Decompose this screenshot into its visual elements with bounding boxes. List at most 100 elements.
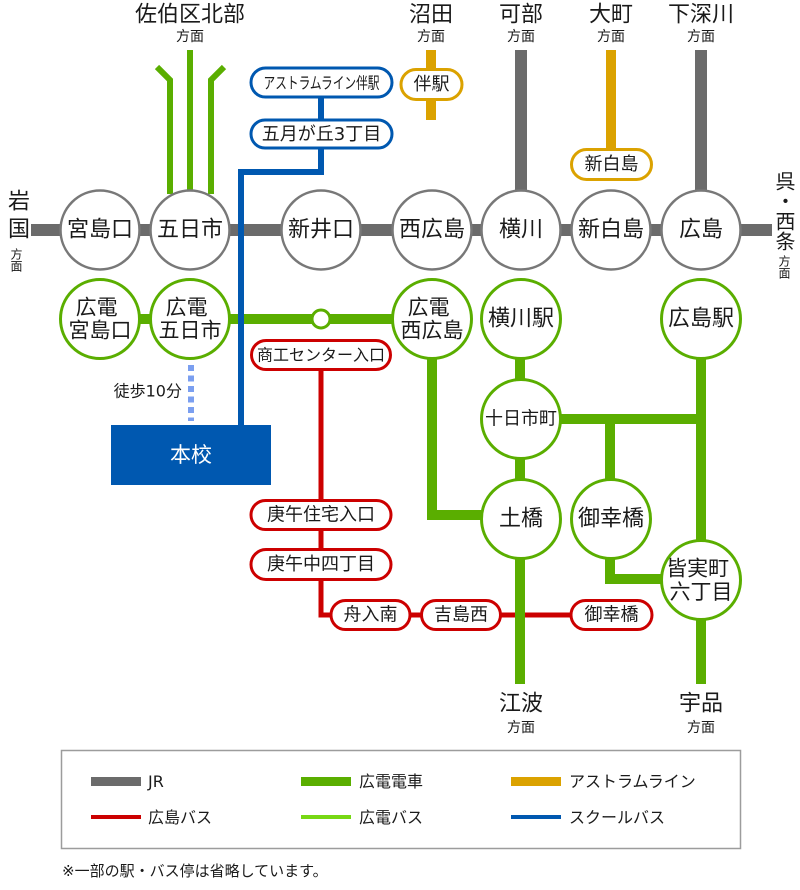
jr-station-circle: [570, 189, 652, 271]
school-bus-stop-pill: [249, 66, 394, 99]
direction-kabe-name: 可部: [499, 3, 543, 28]
jr-station-circle: [149, 189, 231, 271]
astram-stop-pill: [399, 68, 464, 101]
direction-kabe-suffix: 方面: [507, 29, 535, 45]
tram-stop-circle: [660, 278, 742, 360]
school-bus-stop-label: 五月が丘3丁目: [262, 124, 381, 145]
tram-stop-miyukibashi: 御幸橋: [570, 478, 652, 560]
tram-stop-circle: [149, 278, 231, 360]
tram-stop-label-line: 宮島口: [69, 319, 132, 343]
school-bus-stop-label: アストラムライン伴駅: [264, 74, 380, 93]
school-bus-stop-pill: [249, 118, 394, 150]
direction-saeki-north: 佐伯区北部 方面: [135, 3, 245, 46]
tram-stop-circle: [480, 278, 562, 360]
legend-label-astram: アストラムライン: [569, 772, 696, 791]
tram-stop-label: 皆実町 六丁目: [666, 557, 736, 605]
jr-station-nishihiroshima: 西広島: [391, 189, 473, 271]
saeki-route-left: [154, 64, 173, 194]
jr-station-label: 宮島口: [67, 218, 133, 243]
direction-eba-name: 江波: [499, 692, 543, 717]
direction-omachi-name: 大町: [589, 3, 633, 28]
tram-stop-label-line: 五日市: [159, 319, 222, 343]
legend-item-hiroden-bus: 広電バス: [301, 808, 423, 827]
jr-station-circle: [480, 189, 562, 271]
tram-stop-circle: [570, 478, 652, 560]
jr-station-label: 五日市: [157, 218, 223, 243]
jr-station-label: 新白島: [578, 218, 644, 243]
legend-label-hiroden-bus: 広電バス: [359, 808, 423, 827]
tram-stop-circle: [391, 278, 473, 360]
jr-station-miyajimaguchi: 宮島口: [59, 189, 141, 271]
direction-ujina: 宇品 方面: [679, 692, 723, 737]
jr-station-label: 広島: [679, 218, 723, 243]
saeki-route-right: [208, 64, 227, 194]
bus-stop-pill: [329, 599, 412, 631]
direction-numata-name: 沼田: [409, 3, 453, 28]
saeki-north-routes: [154, 50, 227, 194]
jr-station-hiroshima: 広島: [660, 189, 742, 271]
bus-stop-shoko-center-iriguchi: 商工センター入口: [250, 339, 392, 371]
direction-iwakuni-suffix: 方面: [9, 248, 23, 272]
tram-stop-circle: [660, 539, 742, 621]
bus-stop-pill: [249, 499, 393, 531]
bus-stop-pill: [420, 599, 502, 631]
bus-stop-label: 御幸橋: [585, 605, 639, 626]
bus-stop-label: 舟入南: [344, 605, 398, 626]
tram-stop-label: 横川駅: [488, 307, 554, 332]
legend-label-hiroden-tram: 広電電車: [359, 772, 423, 791]
legend-box: [60, 749, 742, 850]
tram-stop-hiroshima-eki: 広島駅: [660, 278, 742, 360]
tram-stop-label: 広電 五日市: [159, 296, 222, 343]
direction-kabe: 可部 方面: [499, 3, 543, 46]
jr-station-yokogawa: 横川: [480, 189, 562, 271]
tram-stop-label: 土橋: [499, 507, 543, 532]
jr-station-label: 新井口: [288, 218, 354, 243]
school-bus-stop-satsukigaoka: 五月が丘3丁目: [249, 118, 394, 150]
tram-stop-hiroden-nishihiroshima: 広電 西広島: [391, 278, 473, 360]
school-bus-stop-astram-tomo: アストラムライン伴駅: [249, 66, 394, 99]
tram-stop-hiroden-itsukaichi: 広電 五日市: [149, 278, 231, 360]
tram-stop-label-line: 広電: [76, 296, 118, 320]
school-destination: 本校: [111, 425, 271, 485]
tram-stop-label-line: 六丁目: [670, 580, 733, 604]
bus-stop-pill: [569, 599, 654, 631]
direction-omachi: 大町 方面: [589, 3, 633, 46]
legend-item-school-bus: スクールバス: [511, 808, 665, 827]
bus-stop-kogo-jutaku-iriguchi: 庚午住宅入口: [249, 499, 393, 531]
bus-stop-label: 庚午中四丁目: [267, 554, 375, 575]
legend: JR 広電電車 アストラムライン 広島バス 広電バス スクールバス: [60, 749, 742, 850]
legend-swatch-astram: [511, 777, 561, 786]
tram-stop-circle: [59, 278, 141, 360]
astram-stop-label: 伴駅: [414, 74, 450, 95]
jr-station-label: 横川: [499, 218, 543, 243]
jr-station-circle: [660, 189, 742, 271]
direction-eba: 江波 方面: [499, 692, 543, 737]
bus-stop-miyukibashi: 御幸橋: [569, 599, 654, 631]
direction-shimofukawa-name: 下深川: [668, 3, 734, 28]
legend-label-school-bus: スクールバス: [569, 808, 665, 827]
direction-kure-saijo-suffix: 方面: [777, 255, 791, 279]
bus-stop-kogo-naka-4chome: 庚午中四丁目: [249, 548, 393, 581]
tram-stop-label-line: 西広島: [401, 319, 464, 343]
legend-label-jr: JR: [147, 772, 164, 791]
tram-stop-hiroden-miyajimaguchi: 広電 宮島口: [59, 278, 141, 360]
direction-omachi-suffix: 方面: [597, 29, 625, 45]
legend-swatch-hiroshima-bus: [91, 815, 141, 819]
school-box: [111, 425, 271, 485]
astram-stop-tomo: 伴駅: [399, 68, 464, 101]
direction-kure-saijo-name: 呉・西条: [772, 171, 796, 251]
legend-item-hiroshima-bus: 広島バス: [91, 808, 212, 827]
tram-stop-label: 御幸橋: [578, 507, 644, 532]
astram-stop-shinhakushima: 新白島: [570, 148, 653, 181]
bus-stop-pill: [249, 548, 393, 581]
legend-item-astram: アストラムライン: [511, 772, 696, 791]
tram-stop-label: 広島駅: [668, 307, 734, 332]
legend-swatch-hiroden-tram: [301, 777, 351, 786]
jr-station-shinhakushima: 新白島: [570, 189, 652, 271]
jr-station-circle: [280, 189, 362, 271]
bus-stop-yoshijima-nishi: 吉島西: [420, 599, 502, 631]
legend-item-jr: JR: [91, 772, 164, 791]
tram-stop-label-line: 広電: [166, 296, 208, 320]
